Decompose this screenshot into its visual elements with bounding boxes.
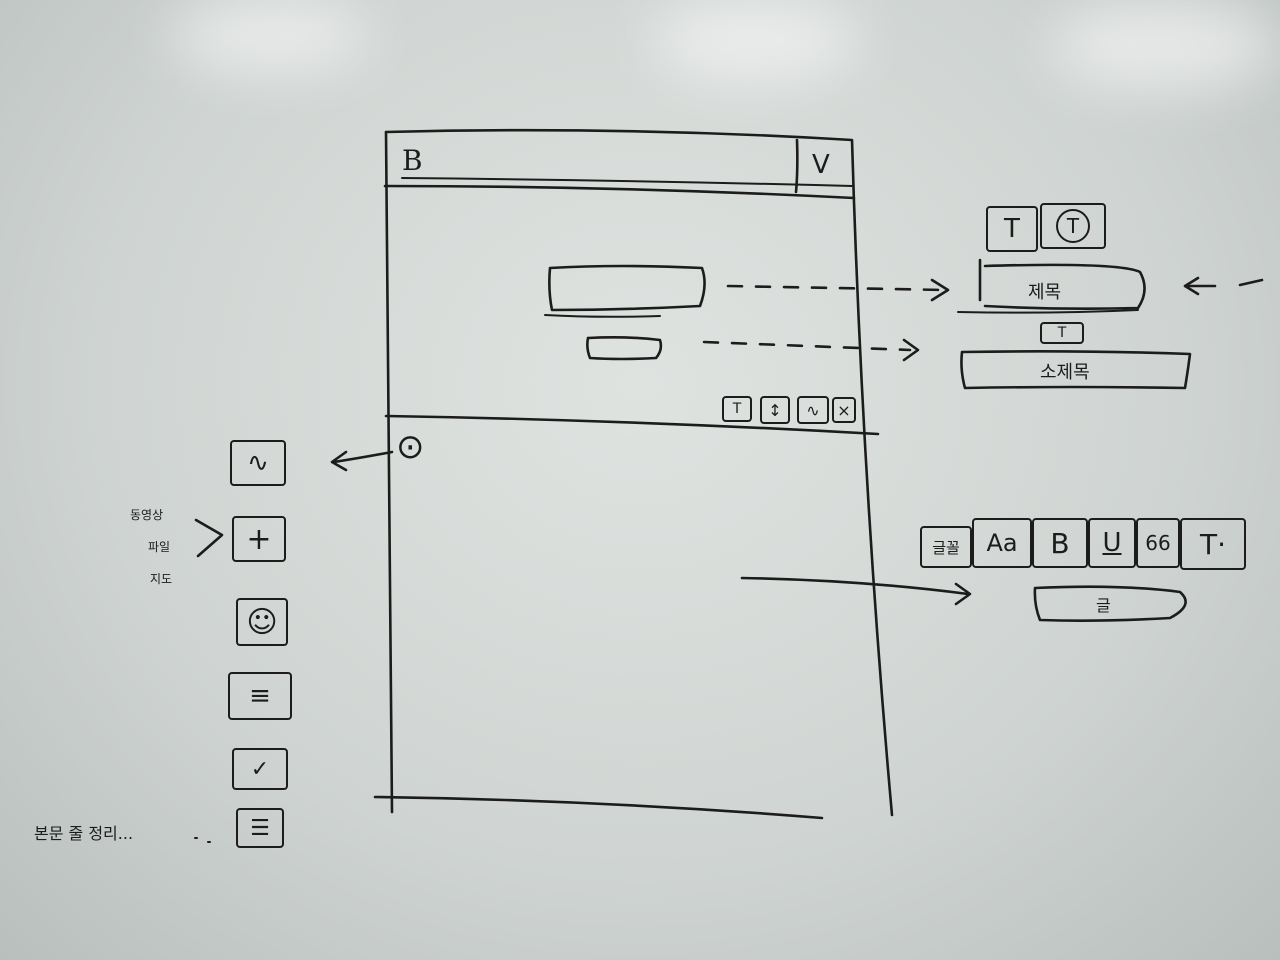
confirm-button[interactable]: V	[812, 150, 830, 180]
title-field-label: 제목	[1028, 282, 1062, 303]
subtitle-arrow	[702, 340, 912, 352]
block-delete-label: ×	[837, 400, 851, 420]
image-icon: ∿	[247, 448, 269, 478]
font-button[interactable]: 글꼴	[920, 526, 972, 568]
text-color-label: T·	[1199, 527, 1226, 561]
title-arrow	[726, 284, 947, 292]
app-logo[interactable]: B	[402, 144, 423, 177]
block-move-button[interactable]: ↕	[760, 396, 790, 424]
text-field-label: 글	[1096, 596, 1111, 615]
text-cursor-icon: T	[1040, 322, 1084, 344]
title-style-tab-alt[interactable]: T	[1040, 203, 1106, 249]
align-icon: ☰	[250, 815, 270, 841]
insert-align-button[interactable]: ☰	[236, 808, 284, 848]
block-delete-button[interactable]: ×	[832, 397, 856, 423]
note-map: 지도	[150, 572, 173, 586]
block-text-button[interactable]: T	[722, 396, 752, 422]
bold-button[interactable]: B	[1032, 518, 1088, 568]
bold-label: B	[1050, 526, 1070, 560]
text-color-button[interactable]: T·	[1180, 518, 1246, 570]
underline-button[interactable]: U	[1088, 518, 1136, 568]
quote-label: 66	[1145, 531, 1171, 555]
smile-icon: ☺	[246, 604, 278, 640]
check-icon: ✓	[250, 756, 270, 782]
title-style-alt-label: T	[1056, 209, 1090, 243]
phone-frame	[384, 128, 894, 817]
insert-sticker-button[interactable]: ☺	[236, 598, 288, 646]
note-video: 동영상	[130, 508, 164, 522]
quote-button[interactable]: 66	[1136, 518, 1180, 568]
block-image-button[interactable]: ∿	[797, 396, 829, 424]
block-move-label: ↕	[768, 400, 782, 420]
title-style-tab[interactable]: T	[986, 206, 1038, 252]
add-block-button[interactable]: ⊙	[396, 427, 425, 467]
format-arrow	[740, 576, 970, 596]
note-file: 파일	[148, 540, 171, 554]
font-label: 글꼴	[932, 538, 960, 557]
insert-check-button[interactable]: ✓	[232, 748, 288, 790]
subtitle-field-label: 소제목	[1040, 362, 1090, 383]
text-cursor-label: T	[1057, 325, 1067, 341]
insert-arrow	[332, 450, 394, 464]
font-size-label: Aa	[986, 529, 1018, 557]
divider-icon: ≡	[249, 681, 271, 711]
section-divider	[384, 414, 880, 436]
plus-icon: +	[246, 521, 272, 557]
block-image-label: ∿	[806, 400, 820, 420]
subtitle-placeholder	[586, 336, 663, 361]
font-size-button[interactable]: Aa	[972, 518, 1032, 568]
insert-image-button[interactable]: ∿	[230, 440, 286, 486]
insert-media-button[interactable]: +	[232, 516, 286, 562]
block-text-label: T	[732, 401, 742, 417]
title-style-label: T	[1004, 214, 1020, 244]
note-body-align: 본문 줄 정리...	[34, 824, 134, 843]
underline-label: U	[1102, 528, 1122, 558]
title-placeholder	[548, 264, 706, 312]
insert-divider-button[interactable]: ≡	[228, 672, 292, 720]
